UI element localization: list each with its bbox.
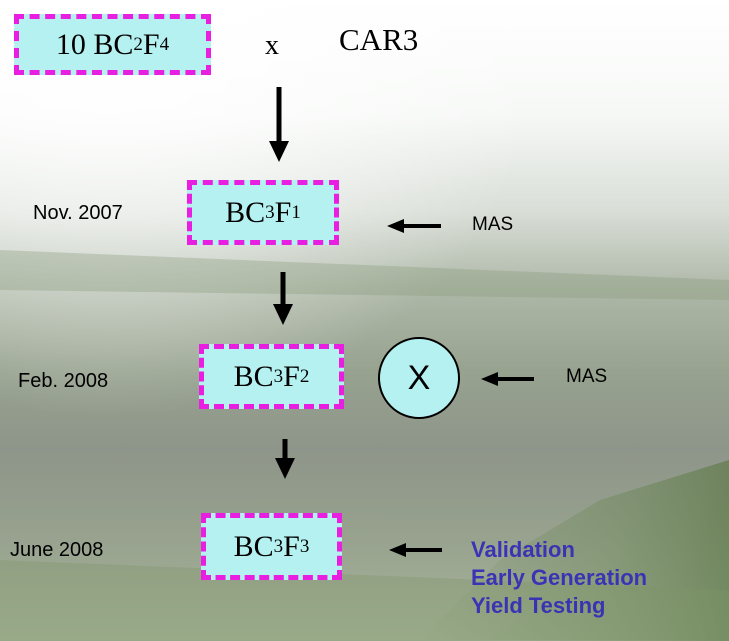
validation-line: Yield Testing <box>471 593 606 618</box>
validation-notes: Validation Early Generation Yield Testin… <box>471 536 647 620</box>
cross-symbol: x <box>265 30 279 61</box>
selfing-label: X <box>407 358 431 397</box>
box-base: BC <box>233 529 274 563</box>
parent-car3: CAR3 <box>339 22 419 57</box>
mas-label-2: MAS <box>566 366 608 387</box>
left-arrow-3 <box>389 543 442 557</box>
selfing-circle: X <box>378 337 460 419</box>
date-stage-1: Nov. 2007 <box>33 202 123 224</box>
validation-line: Validation <box>471 537 575 562</box>
box-mid: F <box>283 529 300 563</box>
down-arrow-1 <box>269 87 289 162</box>
mas-label-1: MAS <box>472 214 514 235</box>
box-base: BC <box>233 359 274 393</box>
date-stage-3: June 2008 <box>10 539 104 561</box>
box-mid: F <box>283 359 300 393</box>
box-base: BC <box>225 195 266 229</box>
left-arrow-1 <box>387 219 441 233</box>
box-mid: F <box>142 27 160 61</box>
box-prefix: 10 BC <box>55 27 134 61</box>
box-mid: F <box>274 195 292 229</box>
down-arrow-2 <box>273 272 293 325</box>
left-arrow-2 <box>481 372 534 386</box>
date-stage-2: Feb. 2008 <box>18 370 109 392</box>
validation-line: Early Generation <box>471 565 648 590</box>
down-arrow-3 <box>275 439 295 479</box>
